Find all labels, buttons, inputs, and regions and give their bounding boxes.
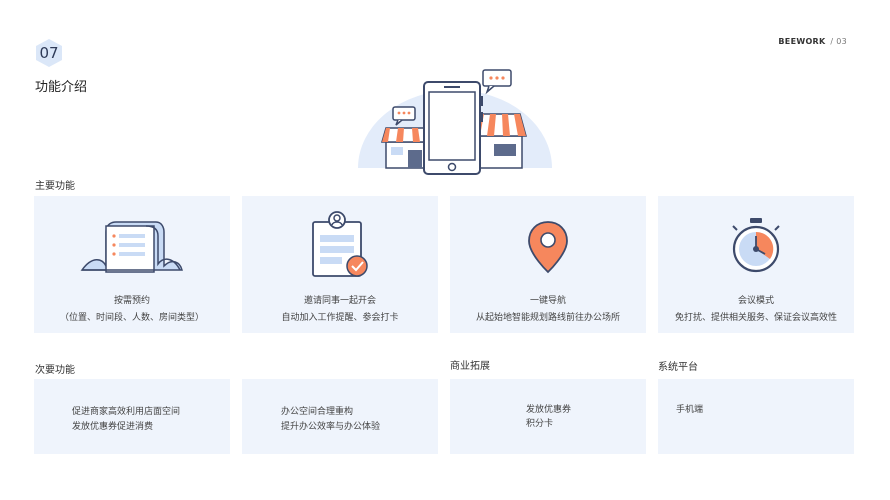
card-text-line: 提升办公效率与办公体验: [281, 422, 381, 432]
card-text-line: 发放优惠券: [526, 405, 572, 415]
feature-card-booking: 按需预约 （位置、时间段、人数、房间类型）: [34, 196, 230, 333]
stopwatch-icon: [729, 216, 783, 278]
section-main-features: 主要功能: [35, 181, 75, 192]
card-text-line: 促进商家高效利用店面空间: [72, 407, 181, 417]
receipt-icon: [78, 218, 186, 280]
map-pin-icon: [526, 220, 570, 278]
chat-bubble-icon: [392, 106, 416, 126]
card-text-line: 手机端: [676, 405, 704, 415]
business-expansion-card: 发放优惠券 积分卡: [450, 379, 646, 454]
feature-description: （位置、时间段、人数、房间类型）: [59, 313, 204, 323]
hexagon-icon: [36, 39, 62, 67]
slide-index: / 03: [830, 37, 847, 46]
chat-bubble-icon: [482, 69, 512, 95]
hero-illustration: [356, 64, 554, 176]
brand-label: BEEWORK / 03: [778, 37, 847, 46]
section-secondary-features: 次要功能: [35, 365, 75, 376]
card-text-line: 发放优惠券促进消费: [72, 422, 154, 432]
card-text-line: 积分卡: [526, 419, 554, 429]
clipboard-check-icon: [309, 208, 371, 286]
card-text-line: 办公空间合理重构: [281, 407, 354, 417]
feature-title: 会议模式: [737, 296, 774, 306]
page-number: 07: [39, 44, 59, 62]
secondary-card-merchant: 促进商家高效利用店面空间 发放优惠券促进消费: [34, 379, 230, 454]
brand-name: BEEWORK: [778, 37, 826, 46]
feature-card-navigation: 一键导航 从起始地智能规划路线前往办公场所: [450, 196, 646, 333]
feature-title: 邀请同事一起开会: [303, 296, 376, 306]
feature-card-invite: 邀请同事一起开会 自动加入工作提醒、参会打卡: [242, 196, 438, 333]
feature-title: 按需预约: [113, 296, 150, 306]
feature-description: 免打扰、提供相关服务、保证会议高效性: [674, 313, 837, 323]
right-shop-icon: [471, 113, 527, 169]
system-platform-card: 手机端: [658, 379, 854, 454]
smartphone-icon: [423, 81, 483, 175]
feature-title: 一键导航: [529, 296, 566, 306]
page-title: 功能介绍: [35, 80, 88, 95]
feature-card-meeting-mode: 会议模式 免打扰、提供相关服务、保证会议高效性: [658, 196, 854, 333]
feature-description: 从起始地智能规划路线前往办公场所: [475, 313, 620, 323]
section-system-platform: 系统平台: [658, 362, 698, 373]
secondary-card-office: 办公空间合理重构 提升办公效率与办公体验: [242, 379, 438, 454]
section-business-expansion: 商业拓展: [450, 361, 490, 372]
feature-description: 自动加入工作提醒、参会打卡: [281, 313, 399, 323]
page-number-badge: 07: [35, 38, 63, 68]
